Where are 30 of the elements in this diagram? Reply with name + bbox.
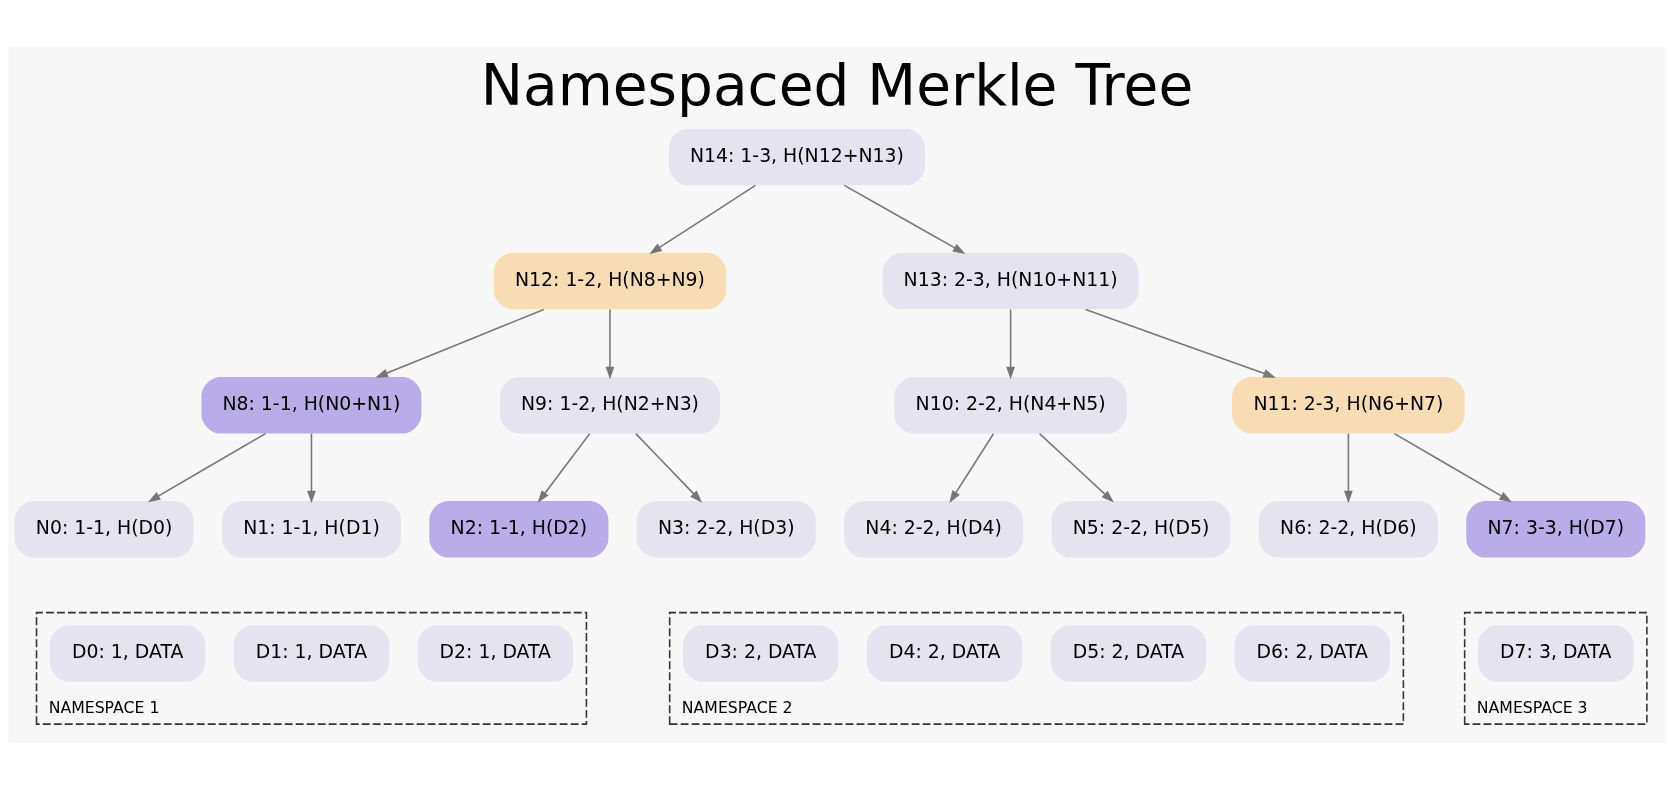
arrow — [635, 432, 703, 503]
arrow — [1038, 432, 1114, 503]
node-box: N6: 2-2, H(D6) — [1258, 501, 1438, 558]
node-box: N11: 2-3, H(N6+N7) — [1232, 376, 1465, 434]
arrow — [147, 432, 267, 503]
node-box: N13: 2-3, H(N10+N11) — [882, 252, 1139, 310]
node-box: N14: 1-3, H(N12+N13) — [668, 128, 925, 186]
node-box: N7: 3-3, H(D7) — [1466, 501, 1646, 558]
node-box: N1: 1-1, H(D1) — [221, 501, 401, 558]
node-box: N5: 2-2, H(D5) — [1051, 501, 1231, 558]
arrow — [1084, 308, 1276, 378]
node-box: N0: 1-1, H(D0) — [14, 501, 194, 558]
arrow — [537, 432, 591, 503]
arrow — [375, 308, 545, 378]
diagram-title: Namespaced Merkle Tree — [480, 52, 1194, 118]
arrow — [949, 432, 995, 503]
node-box: N9: 1-2, H(N2+N3) — [500, 376, 720, 434]
node-box: N8: 1-1, H(N0+N1) — [201, 376, 422, 434]
arrow — [1393, 432, 1512, 503]
arrow — [843, 184, 966, 254]
node-box: N10: 2-2, H(N4+N5) — [894, 376, 1127, 434]
arrow — [649, 184, 757, 255]
node-box: N2: 1-1, H(D2) — [429, 501, 609, 558]
node-box: N3: 2-2, H(D3) — [636, 501, 816, 558]
arrow — [1344, 432, 1353, 504]
arrow — [1006, 308, 1015, 380]
node-box: N12: 1-2, H(N8+N9) — [493, 252, 727, 310]
node-box: N4: 2-2, H(D4) — [844, 501, 1024, 558]
arrow — [605, 308, 615, 380]
arrow — [307, 432, 316, 504]
